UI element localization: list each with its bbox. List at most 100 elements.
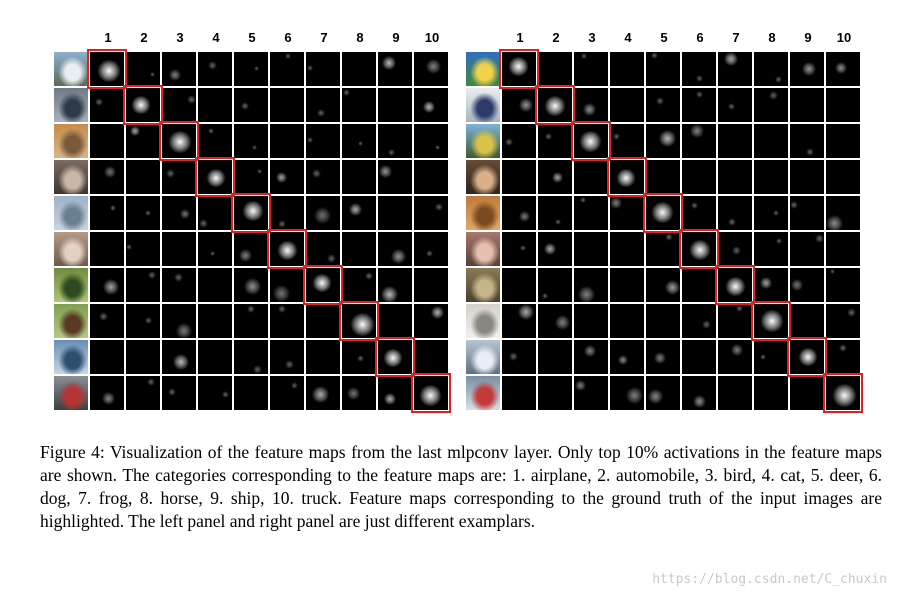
feature-map-automobile-3 xyxy=(574,88,608,122)
feature-map-dog-4 xyxy=(610,232,644,266)
feature-map-horse-2 xyxy=(538,304,572,338)
feature-map-ship-10 xyxy=(414,340,448,374)
feature-map-truck-5 xyxy=(234,376,268,410)
feature-map-deer-4 xyxy=(198,196,232,230)
feature-map-dog-10 xyxy=(414,232,448,266)
feature-map-ship-9 xyxy=(375,337,415,377)
feature-map-frog-5 xyxy=(646,268,680,302)
column-number-1: 1 xyxy=(516,30,524,45)
feature-map-cat-9 xyxy=(378,160,412,194)
feature-map-bird-1 xyxy=(90,124,124,158)
feature-row-automobile xyxy=(466,85,862,125)
feature-map-dog-7 xyxy=(306,232,340,266)
feature-map-airplane-5 xyxy=(646,52,680,86)
feature-map-cat-4 xyxy=(195,157,235,197)
feature-map-airplane-9 xyxy=(790,52,824,86)
input-image-ship xyxy=(466,340,500,374)
feature-map-airplane-4 xyxy=(610,52,644,86)
feature-map-deer-9 xyxy=(790,196,824,230)
feature-map-deer-1 xyxy=(90,196,124,230)
feature-map-ship-4 xyxy=(610,340,644,374)
input-image-dog xyxy=(466,232,500,266)
feature-map-cat-8 xyxy=(754,160,788,194)
feature-map-bird-4 xyxy=(198,124,232,158)
feature-map-deer-7 xyxy=(718,196,752,230)
input-image-horse xyxy=(54,304,88,338)
feature-map-airplane-4 xyxy=(198,52,232,86)
feature-map-dog-1 xyxy=(502,232,536,266)
feature-map-deer-10 xyxy=(414,196,448,230)
feature-map-airplane-3 xyxy=(574,52,608,86)
feature-map-bird-10 xyxy=(414,124,448,158)
column-number-6: 6 xyxy=(284,30,292,45)
feature-map-horse-6 xyxy=(682,304,716,338)
input-image-cat xyxy=(54,160,88,194)
feature-map-frog-5 xyxy=(234,268,268,302)
feature-map-frog-7 xyxy=(715,265,755,305)
feature-map-frog-9 xyxy=(790,268,824,302)
feature-map-cat-1 xyxy=(90,160,124,194)
feature-map-truck-1 xyxy=(90,376,124,410)
input-image-deer xyxy=(466,196,500,230)
feature-map-dog-6 xyxy=(679,229,719,269)
feature-map-bird-10 xyxy=(826,124,860,158)
feature-map-ship-4 xyxy=(198,340,232,374)
watermark: https://blog.csdn.net/C_chuxin xyxy=(652,572,887,587)
feature-map-automobile-2 xyxy=(535,85,575,125)
feature-map-dog-2 xyxy=(126,232,160,266)
column-number-5: 5 xyxy=(248,30,256,45)
feature-map-frog-1 xyxy=(502,268,536,302)
feature-map-truck-2 xyxy=(126,376,160,410)
feature-map-frog-4 xyxy=(198,268,232,302)
feature-map-horse-10 xyxy=(826,304,860,338)
feature-map-bird-7 xyxy=(718,124,752,158)
feature-row-frog xyxy=(54,265,450,305)
feature-map-automobile-1 xyxy=(502,88,536,122)
feature-map-ship-9 xyxy=(787,337,827,377)
feature-row-dog xyxy=(54,229,450,269)
feature-map-frog-6 xyxy=(682,268,716,302)
feature-map-bird-6 xyxy=(682,124,716,158)
feature-map-automobile-7 xyxy=(306,88,340,122)
column-number-3: 3 xyxy=(588,30,596,45)
feature-map-truck-8 xyxy=(754,376,788,410)
feature-map-cat-2 xyxy=(538,160,572,194)
feature-map-bird-5 xyxy=(646,124,680,158)
feature-map-cat-10 xyxy=(414,160,448,194)
feature-map-cat-1 xyxy=(502,160,536,194)
feature-map-automobile-5 xyxy=(646,88,680,122)
feature-map-cat-7 xyxy=(718,160,752,194)
column-number-3: 3 xyxy=(176,30,184,45)
feature-map-ship-3 xyxy=(162,340,196,374)
input-image-automobile xyxy=(54,88,88,122)
feature-map-airplane-6 xyxy=(682,52,716,86)
feature-map-frog-8 xyxy=(754,268,788,302)
feature-map-automobile-1 xyxy=(90,88,124,122)
feature-map-bird-7 xyxy=(306,124,340,158)
feature-map-horse-5 xyxy=(646,304,680,338)
column-number-9: 9 xyxy=(804,30,812,45)
input-image-deer xyxy=(54,196,88,230)
feature-map-horse-5 xyxy=(234,304,268,338)
feature-map-dog-3 xyxy=(162,232,196,266)
feature-map-bird-8 xyxy=(342,124,376,158)
feature-map-automobile-9 xyxy=(790,88,824,122)
feature-map-truck-7 xyxy=(718,376,752,410)
feature-map-automobile-5 xyxy=(234,88,268,122)
feature-map-horse-4 xyxy=(610,304,644,338)
feature-map-automobile-7 xyxy=(718,88,752,122)
input-image-truck xyxy=(54,376,88,410)
feature-map-bird-9 xyxy=(790,124,824,158)
feature-map-automobile-10 xyxy=(414,88,448,122)
input-image-bird xyxy=(54,124,88,158)
feature-map-ship-7 xyxy=(718,340,752,374)
feature-map-airplane-9 xyxy=(378,52,412,86)
feature-map-deer-7 xyxy=(306,196,340,230)
feature-map-cat-6 xyxy=(270,160,304,194)
feature-map-ship-8 xyxy=(342,340,376,374)
feature-map-horse-8 xyxy=(339,301,379,341)
feature-map-deer-6 xyxy=(682,196,716,230)
feature-map-cat-10 xyxy=(826,160,860,194)
feature-map-dog-9 xyxy=(378,232,412,266)
feature-map-bird-2 xyxy=(538,124,572,158)
